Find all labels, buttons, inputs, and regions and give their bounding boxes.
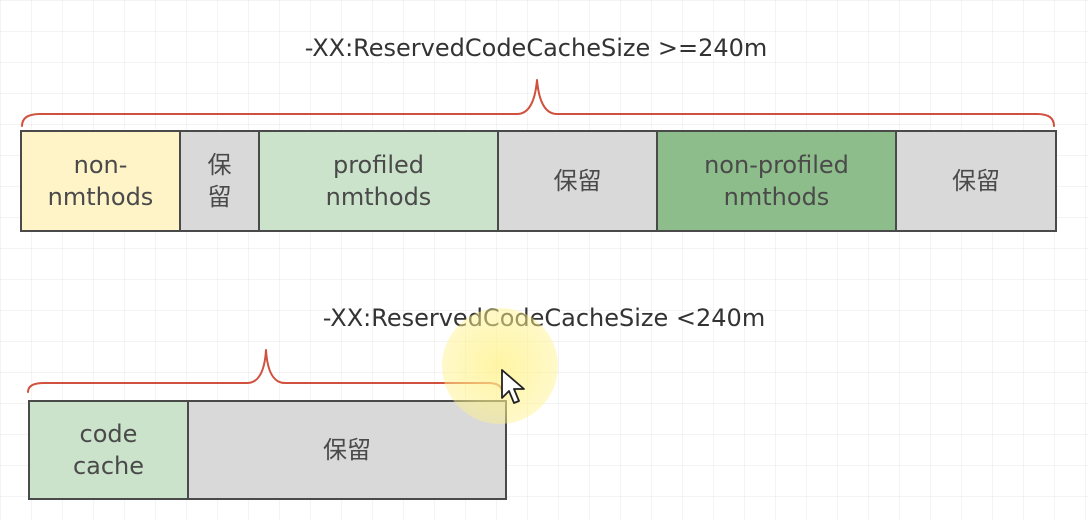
segment-reserved-3: 保留: [897, 130, 1057, 232]
segment-non-nmethods: non- nmthods: [20, 130, 181, 232]
segment-reserved-1: 保 留: [181, 130, 260, 232]
top-size-label: -XX:ReservedCodeCacheSize >=240m: [304, 34, 768, 62]
segment-non-profiled-nmethods: non-profiled nmthods: [658, 130, 897, 232]
top-brace: [21, 79, 1055, 127]
bottom-brace: [27, 349, 503, 393]
segment-code-cache: code cache: [28, 400, 189, 500]
segment-profiled-nmethods: profiled nmthods: [260, 130, 499, 232]
segment-reserved-bottom: 保留: [189, 400, 507, 500]
segment-reserved-2: 保留: [499, 130, 658, 232]
